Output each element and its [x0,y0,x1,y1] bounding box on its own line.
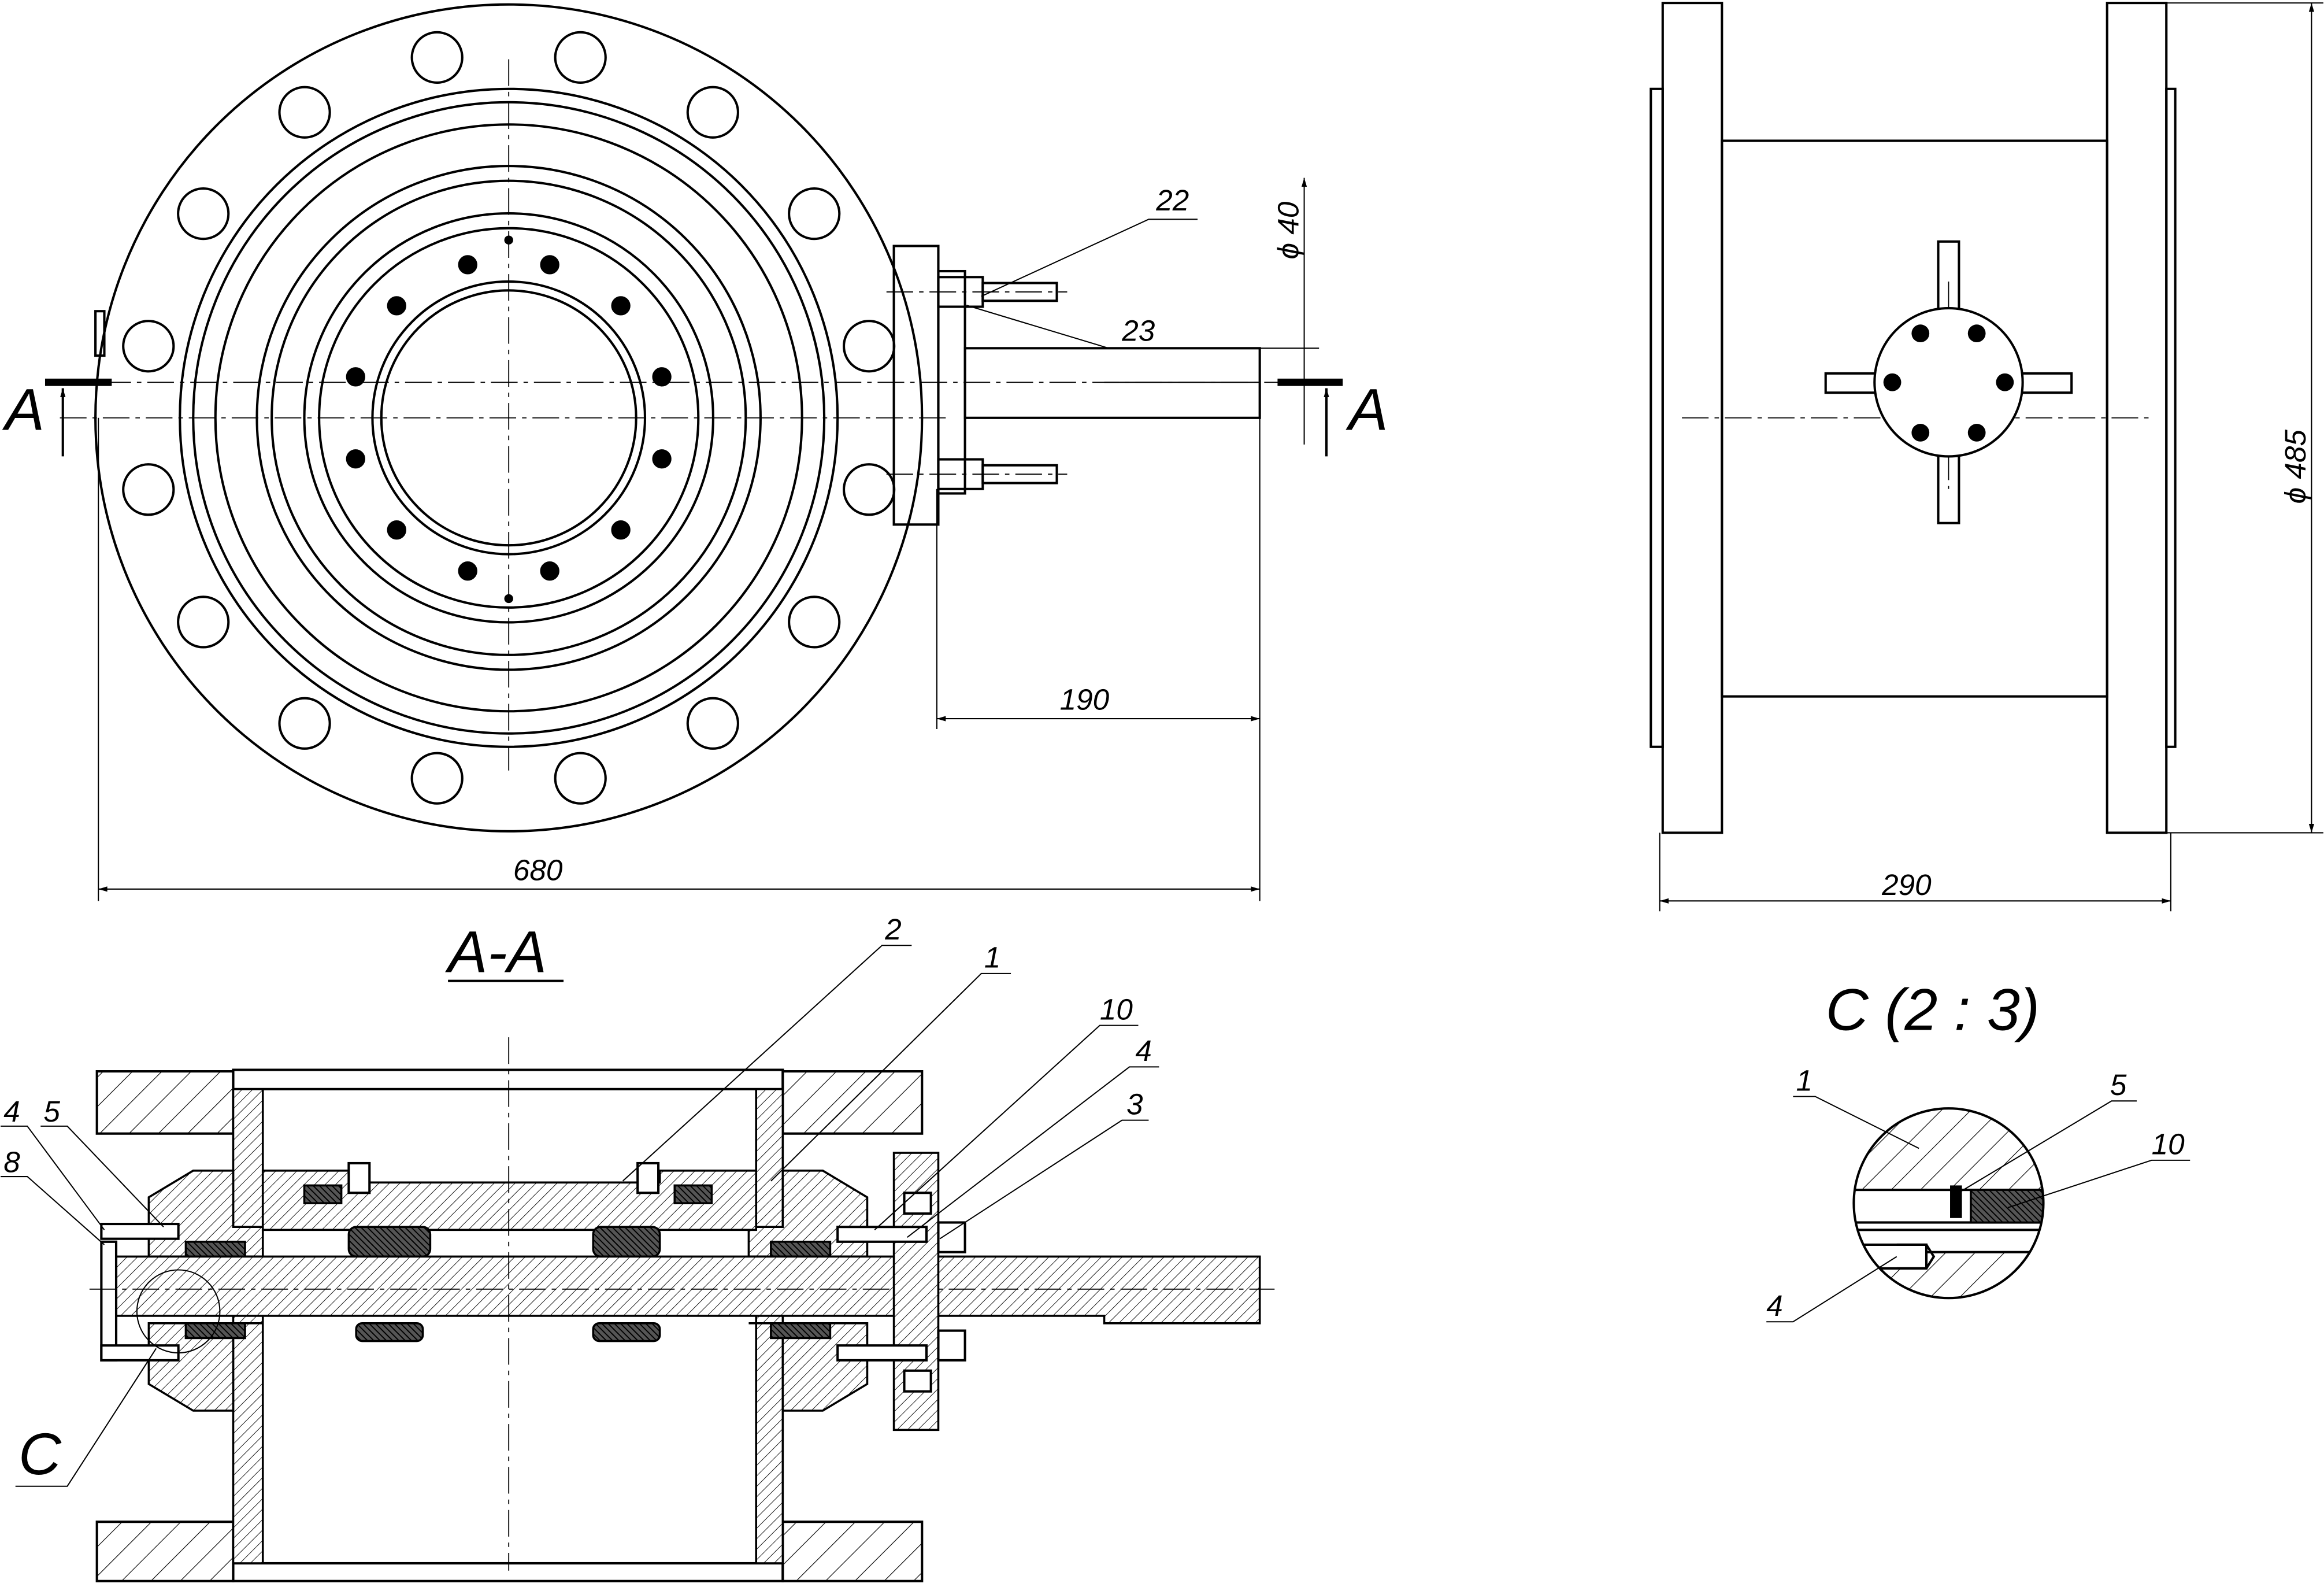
bolt-hole [122,463,175,516]
bolt-head [611,520,631,540]
bolt-head [652,367,672,387]
bolt-hole [177,595,230,649]
shaft-end [963,347,1261,419]
bolt-head [346,449,365,469]
front-view: 22 23 ϕ 40 A A 190 680 [2,3,1388,901]
section-a-a: A-A [1,913,1275,1582]
bolt-head [652,449,672,469]
bolt-hole [788,187,841,241]
bolt-hole [788,595,841,649]
detail-c-marker [136,1269,221,1354]
callout-1: 1 [984,941,1001,974]
callout-3: 3 [1126,1087,1143,1120]
section-mark-left: A [2,376,45,442]
shaft-section [115,1255,1261,1325]
callout-2: 2 [884,913,902,946]
body [1721,139,2108,698]
bolt-hole [843,463,896,516]
detail-mark: C [18,1420,62,1487]
detail-view-c: C (2 : 3) 1 5 10 4 [1766,976,2190,1323]
bolt-head [458,255,477,275]
bolt-hole [122,320,175,373]
bolt-hole [278,697,331,750]
detail-title: C (2 : 3) [1826,976,2040,1042]
side-view: ϕ 485 290 [1650,2,2323,912]
bolt-hole [554,31,607,84]
bolt-head [540,561,559,581]
callout-23: 23 [1121,314,1155,347]
bolt-hole [554,752,607,805]
bolt-hole [278,86,331,139]
dim-290: 290 [1881,868,1932,901]
callout-4-left: 4 [3,1095,20,1128]
bolt-head [387,296,406,316]
hub [1873,307,2024,458]
bolt-hole [686,697,739,750]
bolt-hole [410,31,464,84]
bolt-head [611,296,631,316]
bolt-head [387,520,406,540]
callout-22: 22 [1155,184,1189,217]
bolt-hole [410,752,464,805]
detail-callout-10: 10 [2152,1128,2185,1161]
section-title: A-A [444,918,547,985]
bolt-hole [686,86,739,139]
detail-callout-1: 1 [1796,1064,1813,1097]
bolt-head [346,367,365,387]
dim-190: 190 [1060,683,1110,716]
callout-8: 8 [3,1145,20,1178]
dim-680: 680 [513,853,563,886]
dim-diameter-40: ϕ 40 [1272,201,1304,259]
bolt-hole [177,187,230,241]
bolt-hole [843,320,896,373]
callout-4-right: 4 [1135,1034,1152,1067]
inner-bolt-circle [346,255,672,581]
detail-callout-5: 5 [2110,1068,2127,1101]
bolt-head [540,255,559,275]
detail-callout-4: 4 [1766,1289,1783,1322]
callout-10: 10 [1100,993,1133,1026]
callout-5: 5 [43,1095,60,1128]
bolt-head [458,561,477,581]
dim-diameter-485: ϕ 485 [2279,430,2312,504]
section-mark-right: A [1345,376,1388,442]
